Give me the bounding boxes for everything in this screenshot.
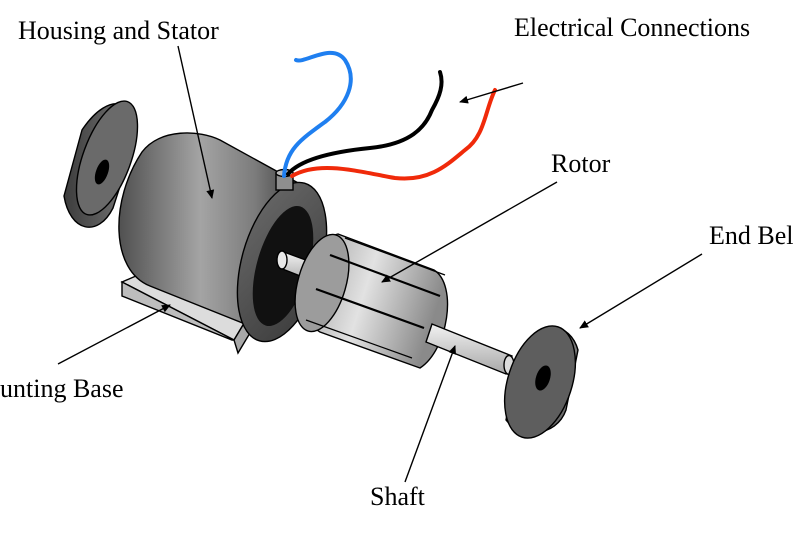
- leader-mounting-base: [57, 304, 171, 365]
- leader-lines: [57, 45, 703, 483]
- wire-blue: [282, 50, 353, 178]
- leader-electrical: [459, 82, 524, 104]
- leader-end-bell: [579, 253, 703, 329]
- label-electrical-connections: Electrical Connections: [514, 13, 750, 42]
- end-bell-right: [503, 325, 579, 439]
- end-bell-left: [63, 100, 139, 228]
- shaft: [425, 323, 515, 376]
- label-end-bell: End Bel: [709, 221, 794, 250]
- label-rotor: Rotor: [551, 149, 611, 178]
- label-housing-stator: Housing and Stator: [18, 16, 219, 45]
- leader-rotor: [381, 181, 558, 283]
- wire-black: [286, 70, 444, 176]
- label-shaft: Shaft: [370, 482, 426, 511]
- wire-red: [290, 88, 497, 181]
- leader-shaft: [404, 345, 456, 483]
- label-mounting-base: unting Base: [0, 374, 124, 403]
- leader-housing: [177, 45, 215, 199]
- electrical-wires: [282, 50, 497, 181]
